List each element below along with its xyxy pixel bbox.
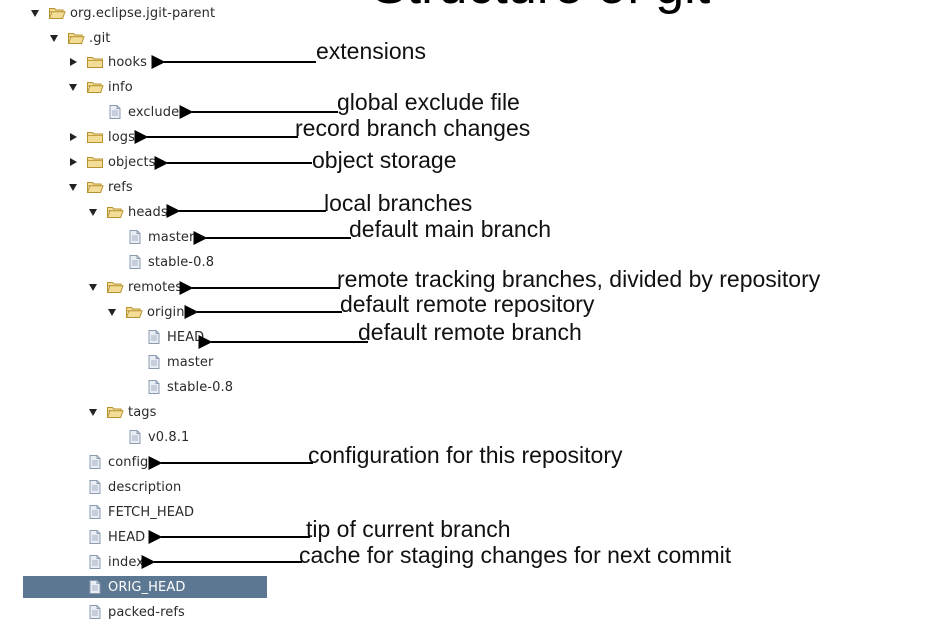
folder-icon bbox=[86, 154, 104, 170]
file-icon bbox=[86, 579, 104, 595]
tree-row-packed-refs[interactable]: packed-refs bbox=[66, 601, 185, 623]
file-icon bbox=[126, 429, 144, 445]
tree-item-label: config bbox=[108, 454, 149, 470]
tree-row-v0-8-1[interactable]: v0.8.1 bbox=[106, 426, 189, 448]
tree-row-tags[interactable]: tags bbox=[86, 401, 157, 423]
expand-triangle-icon[interactable] bbox=[86, 205, 100, 219]
tree-row-refs[interactable]: refs bbox=[66, 176, 133, 198]
folder-open-icon bbox=[106, 279, 124, 295]
tree-item-label: remotes bbox=[128, 279, 183, 295]
tree-row-origin[interactable]: origin bbox=[105, 301, 185, 323]
file-icon bbox=[86, 554, 104, 570]
file-icon bbox=[86, 504, 104, 520]
tree-item-label: heads bbox=[128, 204, 168, 220]
tree-item-label: .git bbox=[89, 30, 111, 46]
tree-item-label: hooks bbox=[108, 54, 147, 70]
tree-item-label: master bbox=[148, 229, 195, 245]
file-icon bbox=[86, 479, 104, 495]
tree-row--git[interactable]: .git bbox=[47, 27, 111, 49]
tree-item-label: stable-0.8 bbox=[148, 254, 215, 270]
tree-row-head[interactable]: HEAD bbox=[66, 526, 145, 548]
tree-row-head[interactable]: HEAD bbox=[125, 326, 204, 348]
tree-row-master[interactable]: master bbox=[106, 226, 194, 248]
tree-item-label: packed-refs bbox=[108, 604, 185, 620]
file-icon bbox=[126, 254, 144, 270]
collapse-triangle-icon[interactable] bbox=[66, 130, 80, 144]
expand-triangle-icon[interactable] bbox=[66, 180, 80, 194]
tree-row-index[interactable]: index bbox=[66, 551, 144, 573]
expand-triangle-icon[interactable] bbox=[47, 31, 61, 45]
tree-row-config[interactable]: config bbox=[66, 451, 148, 473]
tree-row-stable-0-8[interactable]: stable-0.8 bbox=[106, 251, 214, 273]
tree-item-label: tags bbox=[128, 404, 157, 420]
file-icon bbox=[86, 454, 104, 470]
tree-item-label: FETCH_HEAD bbox=[108, 504, 195, 520]
tree-row-logs[interactable]: logs bbox=[66, 126, 135, 148]
expand-triangle-icon[interactable] bbox=[105, 305, 119, 319]
tree-row-exclude[interactable]: exclude bbox=[86, 101, 179, 123]
file-icon bbox=[126, 229, 144, 245]
tree-item-label: refs bbox=[108, 179, 133, 195]
tree-row-hooks[interactable]: hooks bbox=[66, 51, 147, 73]
file-icon bbox=[145, 379, 163, 395]
tree-item-label: master bbox=[167, 354, 214, 370]
tree-item-label: exclude bbox=[128, 104, 180, 120]
tree-item-label: HEAD bbox=[108, 529, 146, 545]
tree-item-label: v0.8.1 bbox=[148, 429, 190, 445]
tree-item-label: stable-0.8 bbox=[167, 379, 234, 395]
folder-icon bbox=[86, 54, 104, 70]
file-icon bbox=[145, 329, 163, 345]
tree-item-label: objects bbox=[108, 154, 156, 170]
folder-icon bbox=[86, 129, 104, 145]
tree-item-label: org.eclipse.jgit-parent bbox=[70, 5, 216, 21]
folder-open-icon bbox=[106, 404, 124, 420]
tree-item-label: ORIG_HEAD bbox=[108, 579, 186, 595]
folder-open-icon bbox=[125, 304, 143, 320]
tree-row-org-eclipse-jgit-parent[interactable]: org.eclipse.jgit-parent bbox=[28, 2, 215, 24]
tree-item-label: HEAD bbox=[167, 329, 205, 345]
folder-open-icon bbox=[67, 30, 85, 46]
expand-triangle-icon[interactable] bbox=[86, 405, 100, 419]
collapse-triangle-icon[interactable] bbox=[66, 155, 80, 169]
file-icon bbox=[145, 354, 163, 370]
expand-triangle-icon[interactable] bbox=[86, 280, 100, 294]
tree-row-remotes[interactable]: remotes bbox=[86, 276, 182, 298]
tree-row-objects[interactable]: objects bbox=[66, 151, 156, 173]
tree-item-label: logs bbox=[108, 129, 135, 145]
tree-row-orig-head[interactable]: ORIG_HEAD bbox=[23, 576, 267, 598]
file-icon bbox=[86, 604, 104, 620]
tree-item-label: index bbox=[108, 554, 145, 570]
tree-row-heads[interactable]: heads bbox=[86, 201, 168, 223]
tree-row-master[interactable]: master bbox=[125, 351, 213, 373]
page-title: Structure of git bbox=[372, 0, 710, 16]
file-icon bbox=[86, 529, 104, 545]
tree-item-label: description bbox=[108, 479, 182, 495]
tree-row-description[interactable]: description bbox=[66, 476, 181, 498]
expand-triangle-icon[interactable] bbox=[28, 6, 42, 20]
tree-row-fetch-head[interactable]: FETCH_HEAD bbox=[66, 501, 194, 523]
expand-triangle-icon[interactable] bbox=[66, 80, 80, 94]
collapse-triangle-icon[interactable] bbox=[66, 55, 80, 69]
folder-open-icon bbox=[48, 5, 66, 21]
tree-row-stable-0-8[interactable]: stable-0.8 bbox=[125, 376, 233, 398]
tree-item-label: origin bbox=[147, 304, 185, 320]
folder-open-icon bbox=[86, 79, 104, 95]
file-icon bbox=[106, 104, 124, 120]
folder-open-icon bbox=[86, 179, 104, 195]
tree-row-info[interactable]: info bbox=[66, 76, 133, 98]
tree-item-label: info bbox=[108, 79, 133, 95]
folder-open-icon bbox=[106, 204, 124, 220]
